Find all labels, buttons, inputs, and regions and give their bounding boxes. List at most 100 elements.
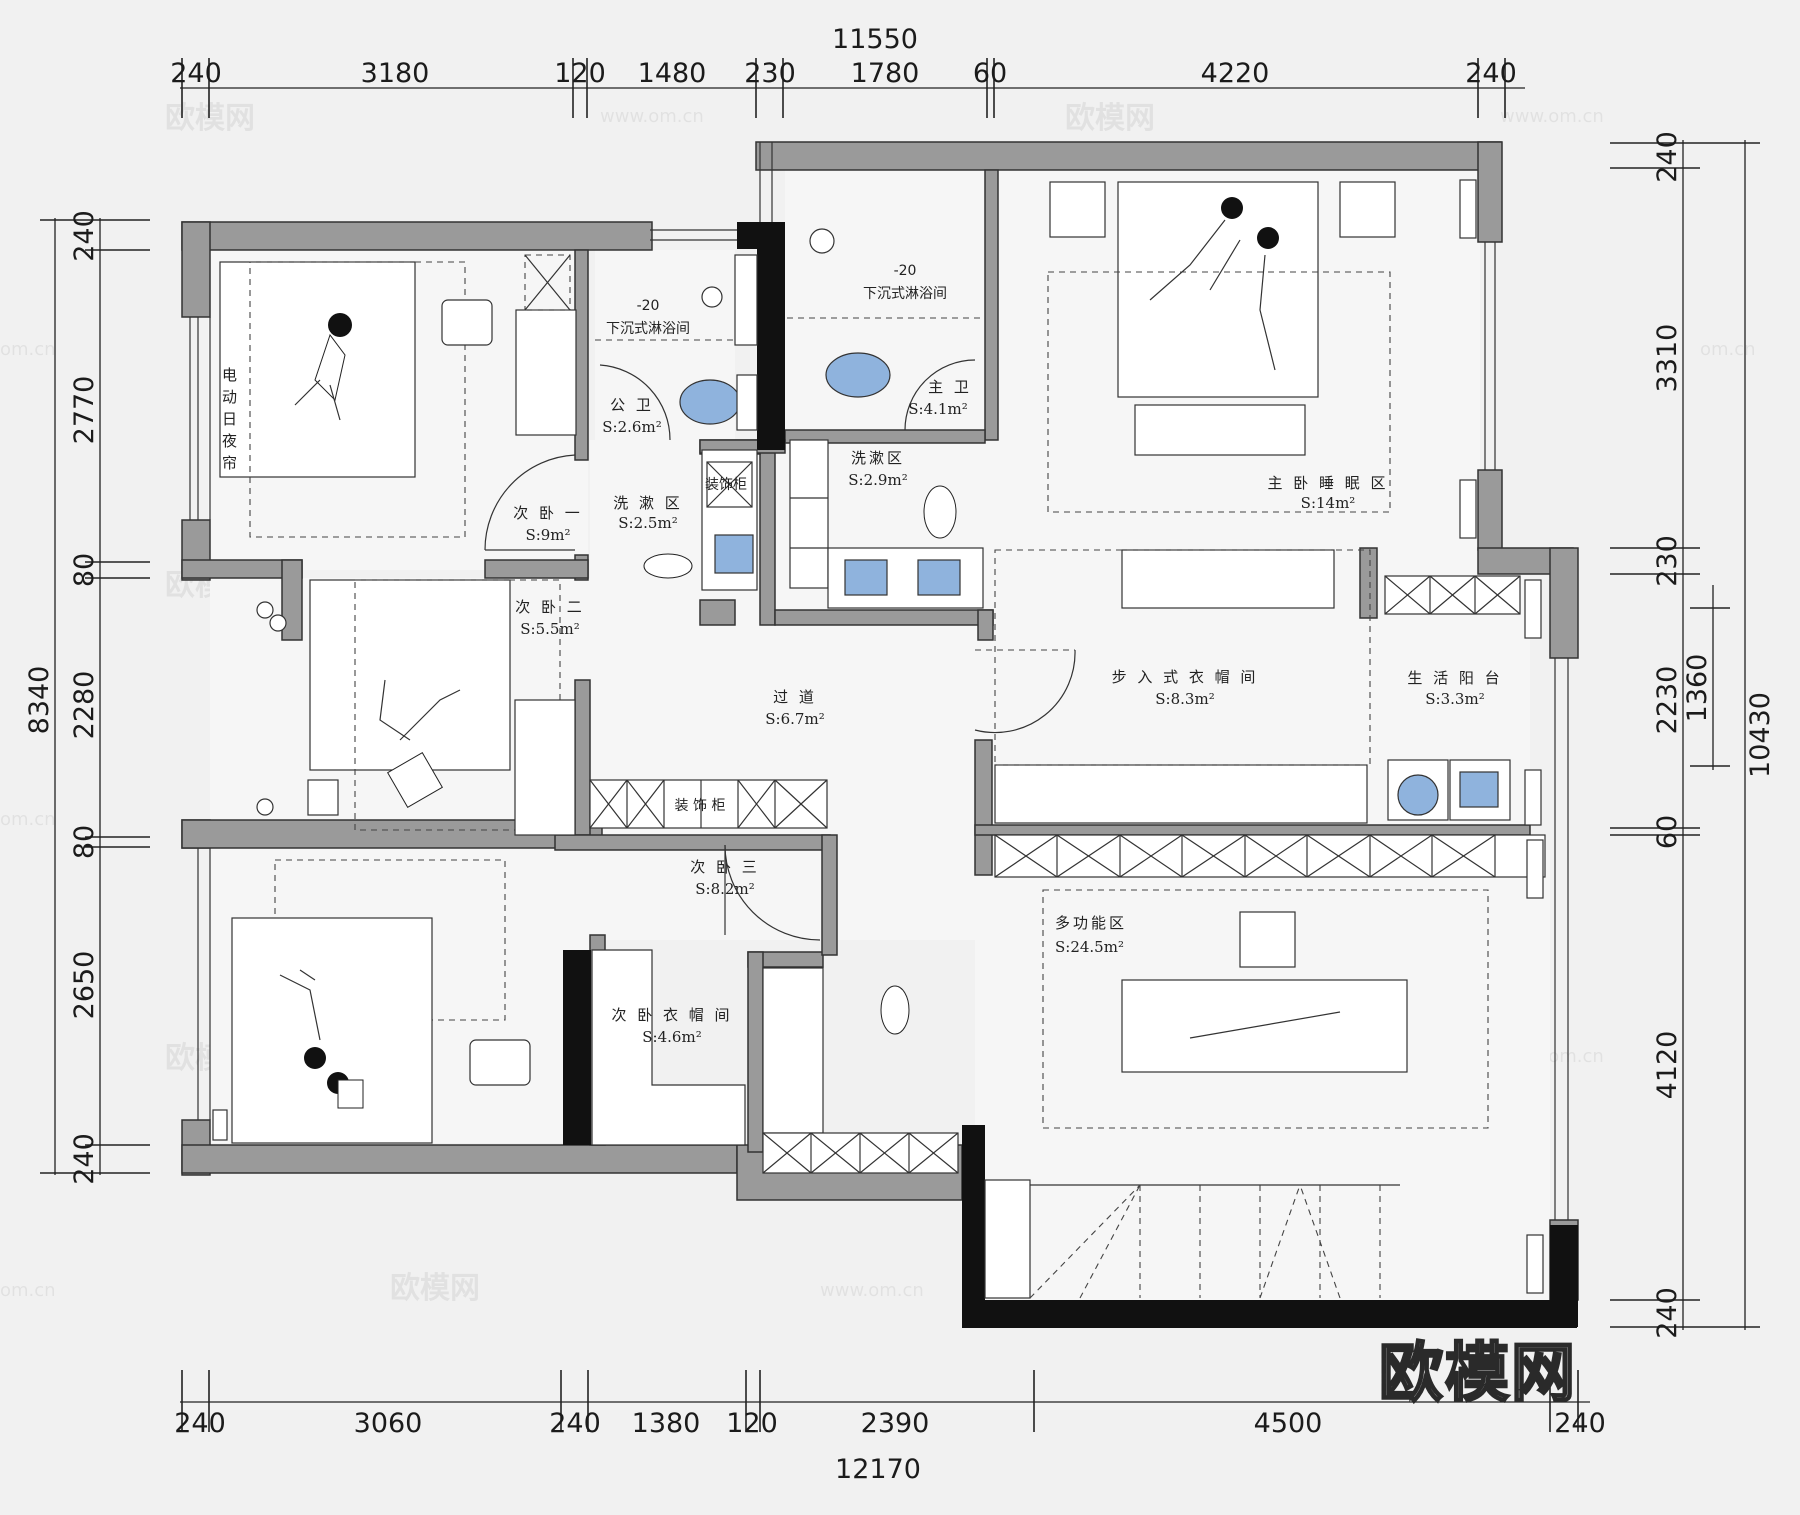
room-area: S:4.1m² [908, 400, 967, 418]
top-dimension: 3180 [361, 58, 430, 89]
person-sleeping-icon [294, 313, 352, 421]
bottom-dimension: 240 [549, 1408, 601, 1439]
left-total-dimension: 8340 [24, 666, 55, 735]
toilet-icon [679, 379, 741, 425]
bottom-total-dimension: 12170 [835, 1454, 921, 1485]
windows [189, 142, 1569, 1220]
utility-balcony: 生 活 阳 台 S:3.3m² [1384, 575, 1542, 826]
watermark-url: www.om.cn [820, 1280, 924, 1301]
wardrobe [1121, 549, 1335, 609]
room-name: 次 卧 一 [513, 504, 583, 522]
room-area: S:2.9m² [848, 471, 907, 489]
bottom-dimension: 1380 [632, 1408, 701, 1439]
room-name: 洗 漱 区 [613, 494, 683, 512]
sink-icon [1459, 771, 1499, 808]
wardrobe [591, 949, 746, 1146]
bottom-dimension: 4500 [1254, 1408, 1323, 1439]
room-area: S:8.3m² [1155, 690, 1214, 708]
sink-icon [714, 534, 754, 574]
public-bath: -20 下沉式淋浴间 公 卫 S:2.6m² 洗 漱 区 S:2.5m² 装饰柜 [595, 254, 758, 591]
wardrobe [994, 764, 1368, 824]
cabinet-label: 装饰柜 [705, 477, 747, 493]
shower-level: -20 [894, 263, 917, 279]
sink-icon [917, 559, 961, 596]
watermark-text: 欧模网 [165, 101, 255, 136]
watermark-url: www.om.cn [600, 106, 704, 127]
right-dimension: 60 [1652, 815, 1683, 849]
room-area: S:2.6m² [602, 418, 661, 436]
bed [309, 579, 511, 771]
bed [219, 261, 416, 478]
bedroom-3: 次 卧 三 S:8.2m² [212, 844, 821, 1144]
bedroom-2: 次 卧 二 S:5.5m² [256, 579, 585, 836]
bottom-dimension: 2390 [861, 1408, 930, 1439]
top-dimension: 240 [170, 58, 222, 89]
curtain-label: 日 [222, 410, 240, 428]
watermark-url: om.cn [1700, 339, 1756, 360]
desk [1121, 979, 1408, 1073]
top-dimension: 4220 [1201, 58, 1270, 89]
right-dimension: 3310 [1652, 324, 1683, 393]
right-dimensions: 240 3310 230 2230 60 4120 240 1360 10430 [1610, 131, 1776, 1339]
room-area: S:3.3m² [1425, 690, 1484, 708]
watermark-url: om.cn [0, 339, 56, 360]
bottom-dimension: 240 [174, 1408, 226, 1439]
master-bedroom: 主 卧 睡 眠 区 S:14m² [1047, 179, 1477, 539]
top-dimension: 1780 [851, 58, 920, 89]
shower-name: 下沉式淋浴间 [863, 286, 947, 302]
bench [1134, 404, 1306, 456]
right-total-dimension: 10430 [1745, 692, 1776, 778]
room-area: S:24.5m² [1055, 938, 1124, 956]
shower-head-icon [809, 228, 835, 254]
left-dimension: 80 [69, 825, 100, 859]
top-dimension: 1480 [638, 58, 707, 89]
room-name: 洗漱区 [851, 449, 905, 467]
right-dimension: 4120 [1652, 1031, 1683, 1100]
person-reading-icon [279, 969, 364, 1109]
room-name: 次 卧 衣 帽 间 [611, 1006, 732, 1024]
wardrobe [515, 309, 577, 436]
cabinet-label: 装 饰 柜 [675, 798, 726, 814]
chair [1239, 911, 1296, 968]
room-area: S:5.5m² [520, 620, 579, 638]
bottom-dimension: 120 [726, 1408, 778, 1439]
bedroom-1: 电 动 日 夜 帘 次 卧 一 S:9m² [219, 254, 583, 551]
left-dimension: 2770 [69, 376, 100, 445]
person-walking-icon [880, 985, 910, 1035]
room-area: S:2.5m² [618, 514, 677, 532]
shower-shelf [734, 254, 758, 346]
room-area: S:6.7m² [765, 710, 824, 728]
watermark-url: om.cn [0, 809, 56, 830]
master-bath: -20 下沉式淋浴间 主 卫 S:4.1m² 洗漱区 S:2.9m² [787, 228, 985, 609]
left-dimension: 240 [69, 210, 100, 262]
bottom-dimension: 240 [1554, 1408, 1606, 1439]
left-dimension: 240 [69, 1133, 100, 1185]
left-dimension: 2280 [69, 671, 100, 740]
couple-sleeping-icon [1149, 197, 1279, 371]
nightstand [1339, 181, 1396, 238]
brand-logo: 欧模网 [1379, 1337, 1577, 1411]
room-name: 多功能区 [1055, 914, 1127, 932]
room-name: 次 卧 二 [515, 598, 585, 616]
room-name: 过 道 [773, 688, 817, 706]
secondary-closet: 次 卧 衣 帽 间 S:4.6m² [591, 949, 959, 1174]
top-total-dimension: 11550 [832, 24, 918, 55]
radiator-icon [1459, 179, 1477, 539]
bottom-dimensions: 240 3060 240 1380 120 2390 4500 240 1217… [174, 1370, 1606, 1485]
room-area: S:14m² [1301, 494, 1356, 512]
chair [469, 1039, 531, 1086]
room-name: 次 卧 三 [690, 858, 760, 876]
top-dimension: 60 [973, 58, 1007, 89]
hallway: 过 道 S:6.7m² 装 饰 柜 [589, 649, 1076, 829]
room-name: 主 卧 睡 眠 区 [1267, 474, 1388, 492]
right-dimension: 240 [1652, 1287, 1683, 1339]
curtain-label: 帘 [222, 454, 240, 472]
bed [1117, 181, 1319, 398]
decorative-cabinet [589, 779, 828, 829]
room-name: 步 入 式 衣 帽 间 [1112, 668, 1259, 686]
room-name: 生 活 阳 台 [1407, 669, 1502, 687]
curtain-label: 动 [222, 388, 240, 406]
right-dimension: 2230 [1652, 666, 1683, 735]
curtain-label: 夜 [222, 432, 240, 450]
